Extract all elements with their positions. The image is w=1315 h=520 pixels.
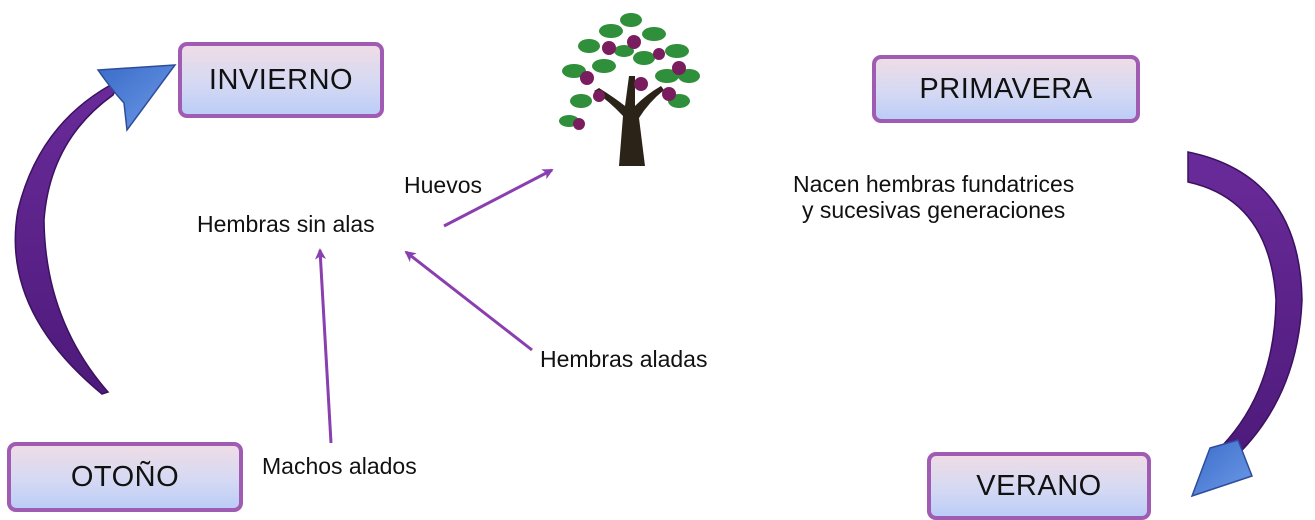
label-nacen-line1: Nacen hembras fundatrices bbox=[793, 171, 1075, 197]
season-otono: OTOÑO bbox=[7, 442, 243, 512]
arrow-to-tree bbox=[443, 168, 554, 228]
label-hembras-sin-alas: Hembras sin alas bbox=[197, 211, 375, 237]
label-nacen-line2: y sucesivas generaciones bbox=[801, 197, 1066, 223]
curved-arrow-primavera-to-verano bbox=[1187, 151, 1303, 498]
season-verano: VERANO bbox=[927, 452, 1151, 520]
label-hembras-aladas: Hembras aladas bbox=[540, 346, 708, 372]
arrow-machos-to-sin-alas bbox=[315, 248, 333, 444]
curved-arrow-otono-to-invierno bbox=[14, 64, 177, 395]
label-nacen-hembras: Nacen hembras fundatrices y sucesivas ge… bbox=[793, 171, 1074, 223]
label-machos-alados: Machos alados bbox=[262, 453, 417, 479]
label-huevos: Huevos bbox=[404, 172, 482, 198]
season-primavera: PRIMAVERA bbox=[872, 55, 1140, 123]
arrow-aladas-to-sin-alas bbox=[404, 250, 533, 352]
season-label: VERANO bbox=[976, 469, 1102, 502]
season-label: INVIERNO bbox=[208, 63, 354, 96]
season-invierno: INVIERNO bbox=[178, 42, 384, 118]
tree-with-fruits-icon bbox=[559, 13, 700, 166]
season-label: OTOÑO bbox=[70, 460, 180, 493]
season-label: PRIMAVERA bbox=[919, 72, 1093, 105]
